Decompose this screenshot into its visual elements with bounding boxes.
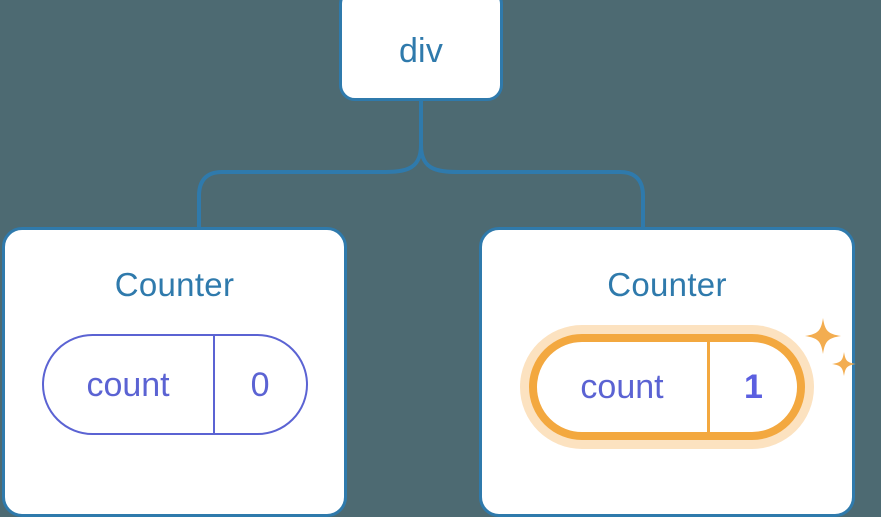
state-pill-left-value: 0 [212, 336, 306, 433]
state-pill-wrapper-left: count 0 [41, 334, 308, 435]
diagram-canvas: div Counter count 0 Counter count 1 [2, 0, 856, 517]
sparkle-group [805, 318, 856, 376]
node-div-title: div [398, 31, 444, 70]
node-counter-left[interactable]: Counter count 0 [2, 227, 347, 517]
state-pill-right-key: count [580, 368, 664, 406]
sparkle-icon-small [832, 352, 856, 376]
state-pill-right[interactable]: count 1 [529, 334, 805, 440]
tree-connectors [197, 98, 645, 229]
node-counter-right[interactable]: Counter count 1 [479, 227, 856, 517]
node-div[interactable]: div [339, 0, 503, 101]
connector-branch-left [197, 143, 423, 229]
connector-branch-right [419, 143, 645, 229]
node-counter-left-title: Counter [114, 266, 235, 303]
state-pill-right-value: 1 [707, 342, 797, 432]
state-pill-left[interactable]: count 0 [41, 334, 308, 435]
node-counter-right-title: Counter [607, 266, 727, 303]
state-pill-wrapper-right: count 1 [529, 318, 856, 440]
state-pill-left-key: count [86, 365, 170, 404]
sparkle-icon-large [805, 318, 841, 354]
